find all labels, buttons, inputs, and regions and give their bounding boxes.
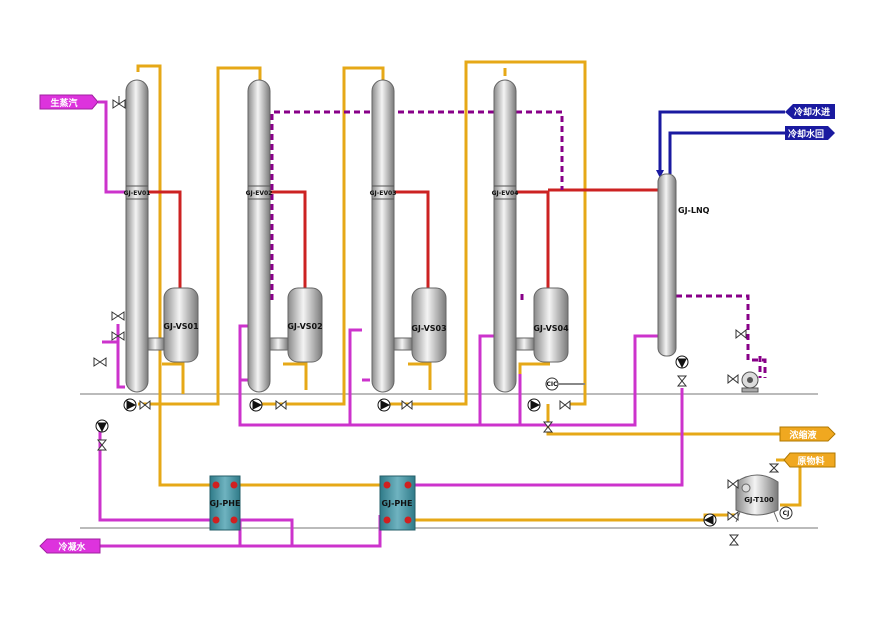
stream-condensate-out-label: 冷凝水 (58, 541, 86, 553)
stream-raw-feed-in: 原物料 (783, 452, 836, 468)
pumps (95, 355, 717, 527)
pump-condenser (675, 355, 689, 369)
feed-tank: GJ-T100 (735, 474, 779, 523)
separator-4-tag: GJ-VS04 (533, 324, 569, 333)
vapor-piping (148, 188, 660, 290)
stream-condensate-out: 冷凝水 (39, 538, 101, 554)
valve-vacuum (735, 328, 747, 340)
valve-concentrate (542, 421, 554, 433)
stream-cooling-in-label: 冷却水进 (794, 106, 830, 118)
condensate-dashed-piping (270, 110, 767, 378)
stream-concentrate-out: 浓缩液 (779, 426, 836, 442)
condenser-tag: GJ-LNQ (678, 206, 710, 215)
valve-p3 (401, 399, 413, 411)
stream-raw-feed-in-label: 原物料 (797, 455, 824, 467)
evaporator-3 (371, 79, 395, 393)
stream-steam-in: 生蒸汽 (39, 94, 99, 110)
evaporator-3-tag: GJ-EV03 (370, 190, 397, 197)
separator-3-tag: GJ-VS03 (411, 324, 446, 333)
separator-2-tag: GJ-VS02 (287, 322, 322, 331)
stream-steam-in-label: 生蒸汽 (50, 97, 77, 109)
separator-3 (411, 287, 447, 363)
valve-ev1-side (111, 311, 125, 321)
separator-connectors (147, 337, 535, 351)
evaporator-4-tag: GJ-EV04 (492, 190, 519, 197)
cooling-water-piping (658, 110, 785, 174)
valve-tank-out (727, 510, 739, 522)
product-piping (136, 60, 802, 522)
heat-exchanger-2-tag: GJ-PHE (382, 499, 413, 508)
vacuum-pump (741, 371, 759, 393)
valve-p1 (139, 399, 151, 411)
valve-condenser (676, 375, 688, 387)
stream-cooling-out-label: 冷却水回 (788, 128, 824, 140)
pump-3 (377, 398, 391, 412)
valve-left-drain (93, 357, 107, 367)
evaporator-1 (125, 79, 149, 393)
stream-cooling-out: 冷却水回 (785, 126, 835, 140)
valve-tank-drain (728, 534, 740, 546)
separator-1-tag: GJ-VS01 (163, 322, 199, 331)
valves (93, 96, 780, 546)
feed-tank-tag: GJ-T100 (744, 496, 774, 504)
mixer-motor (779, 506, 793, 520)
separator-2 (287, 287, 323, 363)
evaporator-1-tag: GJ-EV01 (124, 190, 151, 197)
pump-4 (527, 398, 541, 412)
pump-feed (703, 513, 717, 527)
valve-tank-top (727, 478, 739, 490)
condenser (657, 173, 677, 357)
cooling-in-arrowhead (656, 170, 664, 178)
evaporator-4 (493, 79, 517, 393)
mixer-tag: CJ (783, 510, 790, 517)
heat-exchanger-2: GJ-PHE (379, 475, 416, 531)
heat-exchanger-1-tag: GJ-PHE (210, 499, 241, 508)
separator-vessels: GJ-VS01 GJ-VS02 GJ-VS03 GJ-VS04 (163, 287, 569, 363)
valve-p4 (559, 399, 571, 411)
valve-vacuum-2 (727, 373, 739, 385)
heat-exchanger-1: GJ-PHE (209, 475, 241, 531)
evaporator-2-tag: GJ-EV02 (246, 190, 273, 197)
valve-p2 (275, 399, 287, 411)
stream-cooling-in: 冷却水进 (785, 104, 835, 119)
stream-concentrate-out-label: 浓缩液 (789, 429, 817, 441)
separator-4 (533, 287, 569, 363)
valve-ev1-bottom (111, 331, 125, 341)
cip-tag: CIC (546, 381, 558, 388)
valve-steam (112, 96, 126, 109)
pump-condensate (95, 419, 109, 433)
pump-2 (249, 398, 263, 412)
separator-1 (163, 287, 199, 363)
pump-1 (123, 398, 137, 412)
evaporator-columns: GJ-EV01 GJ-EV02 GJ-EV03 GJ-EV04 (124, 79, 519, 393)
valve-condensate-vertical (96, 439, 108, 451)
valve-feed-in (768, 463, 780, 473)
evaporator-2 (247, 79, 271, 393)
